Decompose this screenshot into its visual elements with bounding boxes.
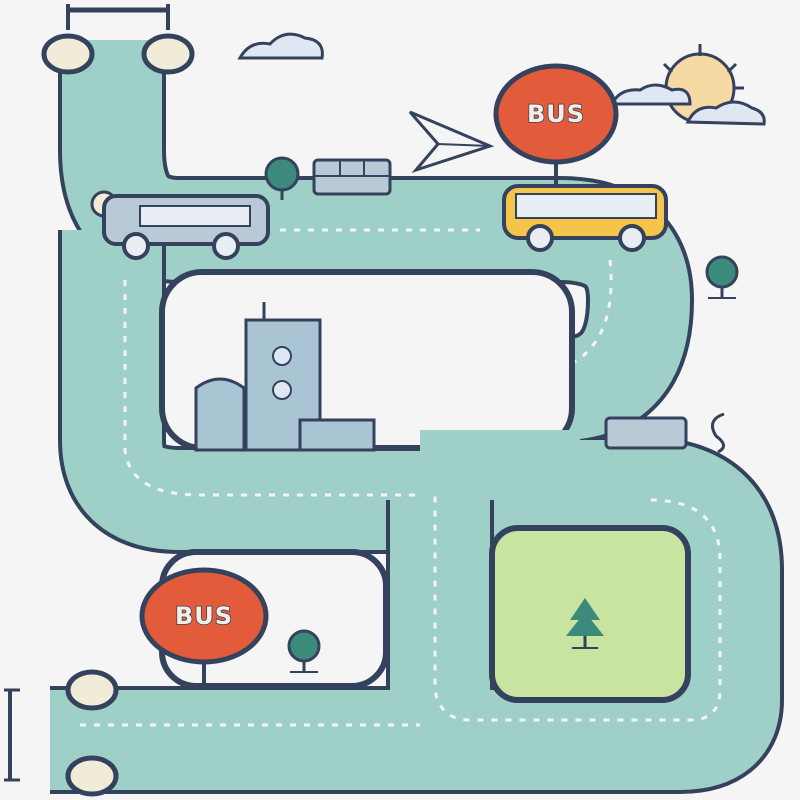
bus-stop-sign-icon: BUS <box>139 567 269 690</box>
bike-icon <box>710 412 725 454</box>
bus-stop-sign-icon: BUS <box>493 63 619 192</box>
tree-icon <box>264 156 300 200</box>
building-icon <box>298 418 376 452</box>
bottom-sign-label: BUS <box>175 602 233 630</box>
bus-icon <box>102 194 270 260</box>
cloud-icon <box>237 32 324 60</box>
park <box>489 525 691 703</box>
car-icon <box>312 158 392 196</box>
paper-plane-icon <box>408 110 495 174</box>
tree-icon <box>566 598 604 649</box>
car-icon <box>604 416 688 450</box>
tree-icon <box>287 629 321 673</box>
cloud-icon <box>685 100 766 126</box>
top-sign-label: BUS <box>527 100 585 128</box>
building-icon <box>244 302 322 452</box>
top-gate <box>41 4 195 75</box>
cloud-icon <box>609 83 692 106</box>
tree-icon <box>705 255 739 299</box>
bottom-gate <box>4 669 119 797</box>
bus-icon <box>502 184 668 252</box>
building-icon <box>194 377 246 452</box>
